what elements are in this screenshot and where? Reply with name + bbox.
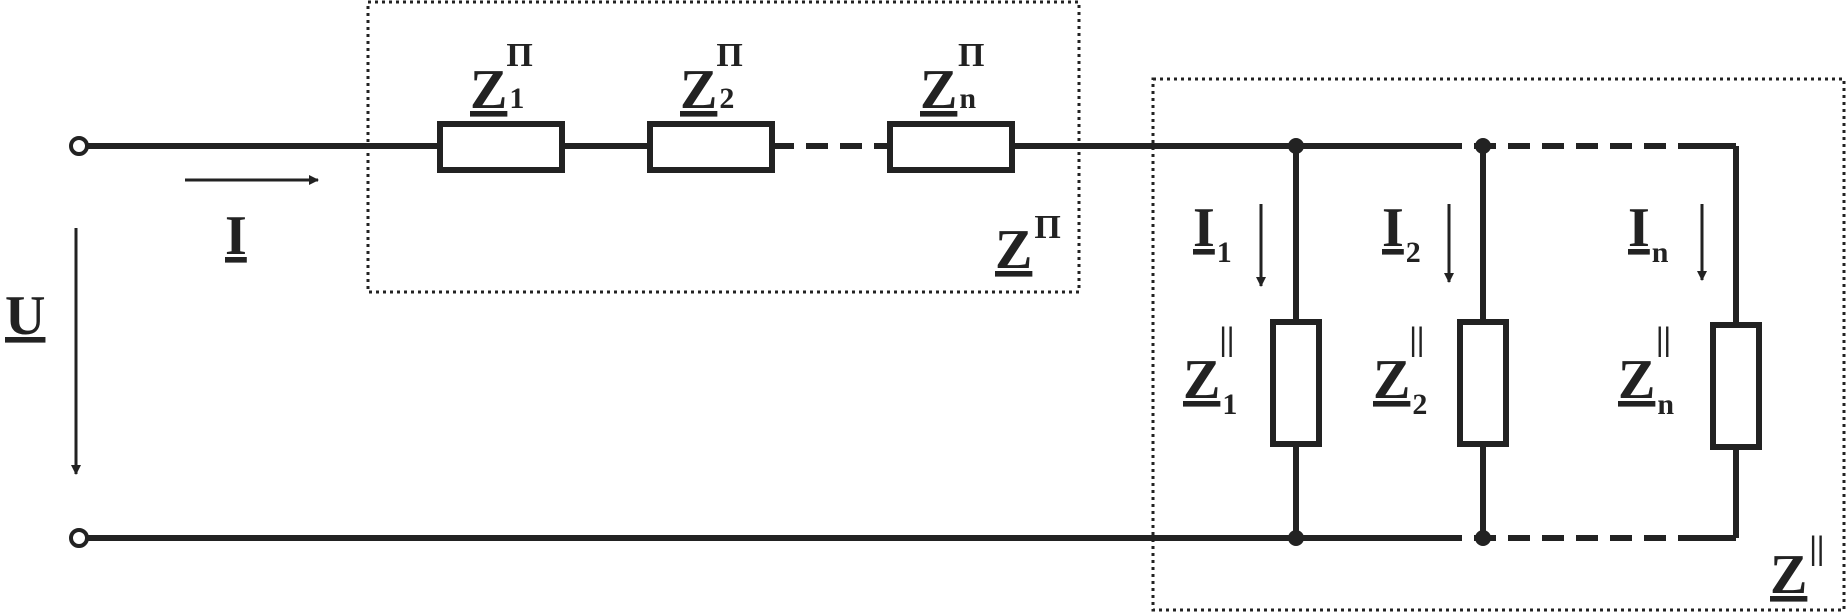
- parallel-resistor-2: [1457, 319, 1509, 447]
- parallel-resistor-n: [1710, 322, 1762, 450]
- series-resistor-n: [887, 121, 1015, 173]
- series-label-1: Z1П: [470, 37, 533, 121]
- series-resistor-2: [647, 121, 775, 173]
- parallel-group-box: [1151, 77, 1846, 612]
- current-label: I: [225, 205, 247, 267]
- branch-current-label-n: In: [1628, 197, 1669, 269]
- parallel-group-label: Z||: [1770, 530, 1824, 606]
- parallel-resistor-1: [1270, 319, 1322, 447]
- parallel-label-n: Zn||: [1618, 321, 1674, 421]
- junction-dot: [1475, 138, 1491, 154]
- parallel-label-1: Z1||: [1183, 321, 1237, 421]
- branch-current-label-2: I2: [1382, 197, 1421, 269]
- junction-dot: [1288, 530, 1304, 546]
- branch-current-label-1: I1: [1193, 197, 1232, 269]
- series-resistor-1: [437, 121, 565, 173]
- terminal-bottom: [69, 528, 89, 548]
- series-label-n: ZnП: [920, 37, 985, 121]
- junction-dot: [1475, 530, 1491, 546]
- voltage-label: U: [5, 285, 45, 347]
- junction-dot: [1288, 138, 1304, 154]
- parallel-label-2: Z2||: [1373, 321, 1427, 421]
- series-label-2: Z2П: [680, 37, 743, 121]
- terminal-top: [69, 136, 89, 156]
- series-group-label: ZП: [995, 209, 1061, 281]
